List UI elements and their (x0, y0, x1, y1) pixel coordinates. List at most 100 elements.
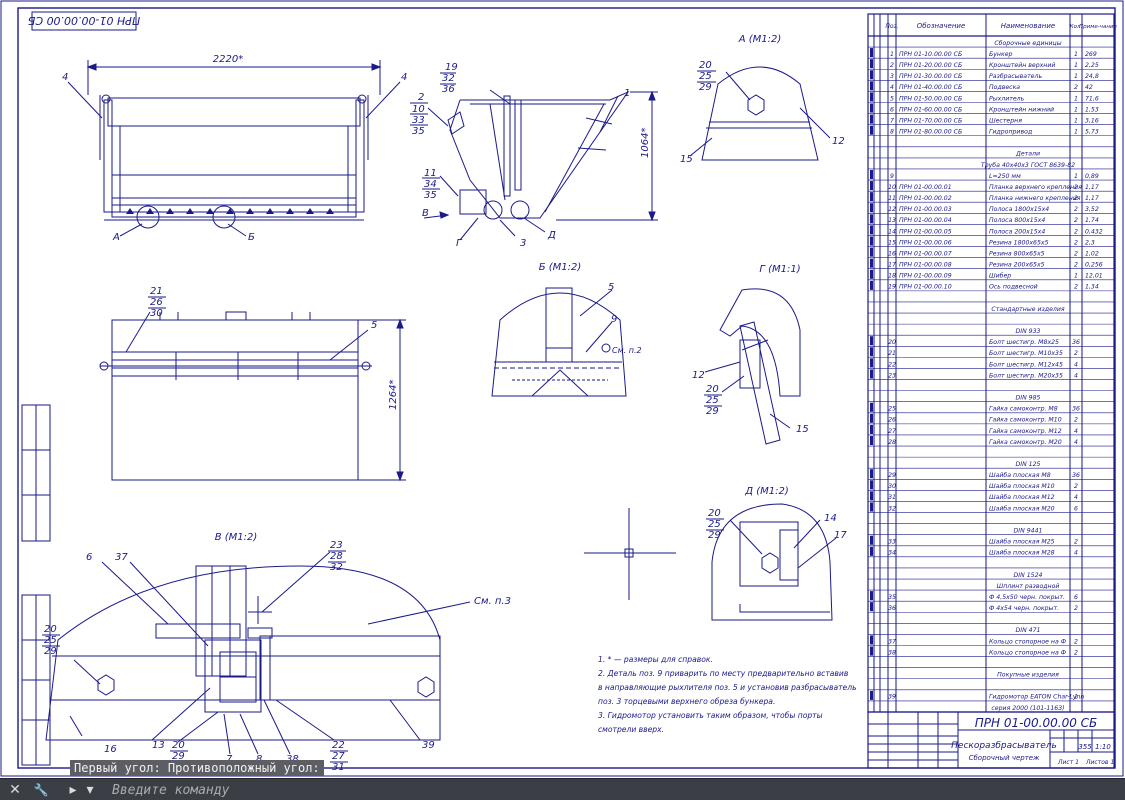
spec-cell-note: 24,8 (1085, 73, 1099, 80)
spec-row-marker (870, 369, 873, 379)
d-callout-14: 14 (824, 513, 837, 524)
callout-10: 10 (412, 104, 425, 115)
spec-cell-name: Болт шестигр. М8х25 (989, 339, 1059, 346)
v-callout-25: 25 (44, 635, 57, 646)
section-mark-v: В (422, 208, 429, 219)
title-block[interactable]: ПРН 01-00.00.00 СБ Пескоразбрасыватель С… (867, 711, 1115, 769)
view-a-detail[interactable] (689, 66, 831, 161)
note-2b: в направляющие рыхлителя поз. 5 и устано… (598, 683, 857, 692)
spec-cell-note: 42 (1085, 84, 1093, 91)
cad-status-prompt: Первый угол: Противоположный угол: (70, 760, 324, 776)
spec-row-marker (870, 103, 873, 113)
view-d-detail[interactable] (711, 503, 837, 621)
spec-cell-designation: ПРН 01-00.00.09 (899, 273, 952, 280)
command-prompt-icon[interactable]: ▸ (69, 782, 77, 798)
spec-cell-pos: 7 (890, 117, 894, 124)
spec-cell-qty: 2 (1074, 195, 1078, 202)
view-v-detail[interactable] (45, 551, 471, 755)
spec-cell-name: Шайба плоская М20 (989, 504, 1055, 512)
spec-cell-name: Шайба плоская М8 (989, 471, 1051, 479)
v-callout-29b: 29 (172, 751, 185, 762)
front-view[interactable] (67, 60, 401, 237)
spec-cell-pos: 37 (888, 638, 896, 645)
spec-cell-qty: 1 (1074, 173, 1078, 180)
spec-cell-name: Кронштейн верхний (989, 62, 1055, 69)
spec-row-marker (870, 491, 873, 501)
spec-cell-name: Кронштейн нижний (989, 106, 1054, 113)
spec-cell-qty: 36 (1072, 406, 1080, 413)
spec-cell-name: Кольцо стопорное на Ф (989, 649, 1067, 656)
spec-cell-name: DIN 933 (1016, 328, 1041, 335)
spec-cell-note: 71,6 (1085, 95, 1099, 102)
spec-cell-designation: ПРН 01-00.00.07 (899, 250, 952, 257)
spec-cell-pos: 31 (888, 494, 896, 501)
spec-row-marker (870, 336, 873, 346)
callout-4-right: 4 (401, 72, 407, 83)
spec-cell-name: DIN 9441 (1014, 527, 1043, 534)
spec-cell-pos: 28 (888, 439, 896, 446)
callout-32: 32 (442, 73, 455, 84)
spec-cell-name: Шайба плоская М25 (989, 538, 1055, 546)
top-view[interactable] (99, 311, 406, 482)
spec-row-marker (870, 114, 873, 124)
spec-row-marker (870, 280, 873, 290)
spec-row-marker (870, 602, 873, 612)
spec-cell-name: Разбрасыватель (989, 72, 1042, 80)
spec-cell-designation: ПРН 01-00.00.02 (899, 195, 952, 202)
spec-cell-name: Шибер (989, 272, 1011, 280)
spec-cell-note: 3,52 (1085, 206, 1099, 213)
spec-row-marker (870, 269, 873, 279)
spec-cell-qty: 1 (1074, 106, 1078, 113)
side-view[interactable] (423, 89, 658, 241)
b-callout-5: 5 (608, 282, 614, 293)
spec-cell-qty: 1 (1074, 73, 1078, 80)
spec-cell-note: 1,53 (1085, 106, 1099, 113)
spec-cell-name: Гидропривод (989, 129, 1032, 136)
spec-cell-note: 1,02 (1085, 250, 1099, 257)
view-v-label: В (М1:2) (215, 532, 258, 543)
spec-cell-pos: 32 (888, 505, 896, 512)
spec-cell-qty: 1 (1074, 117, 1078, 124)
drawing-canvas[interactable]: ПРН 01-00.00.00 СБ (0, 0, 1125, 778)
drawing-sheet[interactable]: ПРН 01-00.00.00 СБ (0, 0, 1125, 778)
spec-cell-name: Рыхлитель (989, 95, 1025, 102)
spec-cell-name: Ось подвесной (989, 284, 1038, 291)
spec-cell-pos: 19 (888, 284, 896, 291)
spec-cell-qty: 4 (1074, 372, 1078, 379)
view-b-detail[interactable] (491, 287, 627, 397)
spec-cell-designation: ПРН 01-00.00.03 (899, 206, 952, 213)
spec-row-marker (870, 424, 873, 434)
spec-cell-name: Труба 40х40х3 ГОСТ 8639-82 (981, 161, 1075, 169)
spec-cell-qty: 2 (1074, 239, 1078, 246)
spec-cell-designation: ПРН 01-30.00.00 СБ (899, 73, 962, 80)
cad-crosshair[interactable] (584, 508, 676, 600)
spec-cell-designation: ПРН 01-00.00.08 (899, 262, 952, 269)
spec-cell-name: Болт шестигр. М20х35 (989, 372, 1063, 379)
spec-cell-designation: ПРН 01-00.00.06 (899, 239, 952, 246)
spec-cell-name: Шайба плоская М10 (989, 482, 1055, 490)
spec-row-marker (870, 214, 873, 224)
spec-cell-name: Резина 800х65х5 (989, 250, 1045, 257)
g-callout-20: 20 (706, 384, 719, 395)
spec-cell-designation: ПРН 01-70.00.00 СБ (899, 117, 962, 124)
spec-cell-qty: 36 (1072, 472, 1080, 479)
note-3b: смотрели вверх. (598, 725, 664, 734)
spec-row-marker (870, 358, 873, 368)
v-callout-23: 23 (330, 540, 343, 551)
spec-cell-pos: 26 (888, 417, 896, 424)
title-sheets: Листов 1 (1085, 759, 1114, 766)
view-g-detail[interactable] (704, 288, 801, 445)
command-line-bar[interactable]: ✕ 🔧 ▸ ▾ (0, 778, 1125, 800)
close-icon[interactable]: ✕ (9, 782, 21, 798)
command-input[interactable] (112, 781, 1112, 799)
spec-cell-note: 1,74 (1085, 217, 1099, 224)
spec-header-note: Приме-чание (1079, 24, 1118, 30)
spec-cell-name: Полоса 800х15х4 (989, 217, 1045, 224)
spec-cell-qty: 2 (1074, 539, 1078, 546)
wrench-icon[interactable]: 🔧 (33, 783, 49, 797)
chevron-down-icon[interactable]: ▾ (86, 782, 94, 798)
specification-table[interactable]: Поз. Обозначение Наименование Кол. Приме… (867, 13, 1118, 713)
spec-cell-name: DIN 125 (1016, 461, 1041, 468)
spec-cell-designation: ПРН 01-00.00.10 (899, 284, 952, 291)
dim-height-1064: 1064* (640, 128, 651, 158)
